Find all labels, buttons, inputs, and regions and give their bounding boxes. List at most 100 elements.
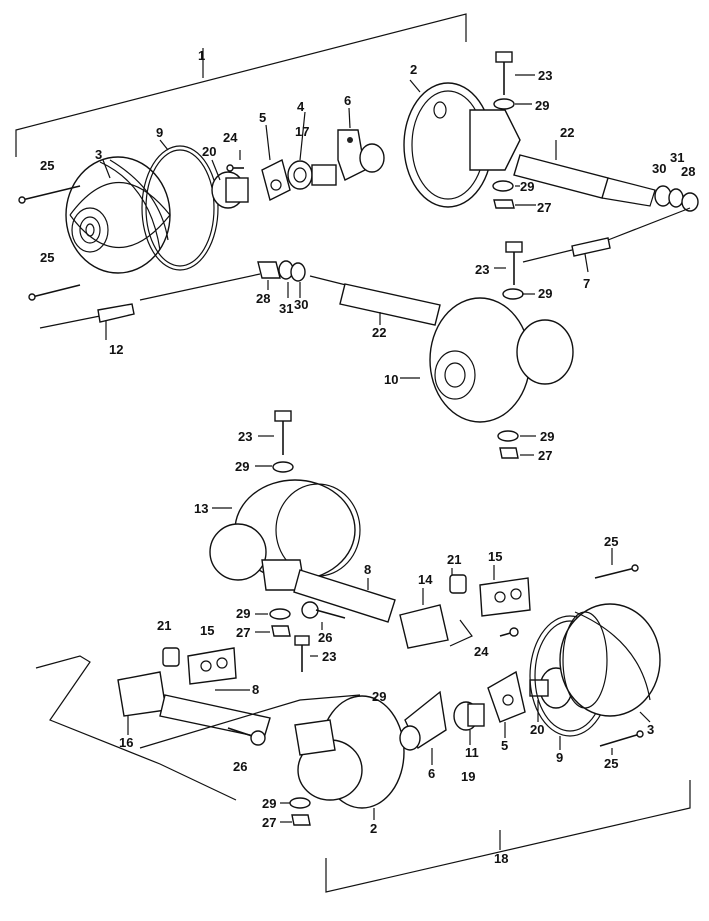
label-stay8-b: 8 — [252, 682, 259, 697]
label-clamp15-a: 15 — [488, 549, 502, 564]
label-plate-top: 5 — [259, 110, 266, 125]
label-rim-top: 9 — [156, 125, 163, 140]
label-washer29-e: 29 — [236, 606, 250, 621]
lamp-rim-top-left — [141, 145, 219, 271]
spacer-22-b — [309, 275, 441, 326]
label-assembly-front: 1 — [198, 48, 205, 63]
label-bolt23-c: 23 — [238, 429, 252, 444]
washer-nut-29-27-e — [255, 608, 291, 637]
label-washer29-c: 29 — [540, 429, 554, 444]
plate-5-b — [487, 670, 526, 738]
label-stay8-a: 8 — [364, 562, 371, 577]
label-bulb20-b: 20 — [530, 722, 544, 737]
label-lens-top: 3 — [95, 147, 102, 162]
label-part17: 17 — [295, 124, 309, 139]
housing-2-b — [294, 695, 405, 820]
label-nut27-g: 27 — [262, 815, 276, 830]
bolt-23-c — [255, 410, 294, 473]
label-washer29-g: 29 — [262, 796, 276, 811]
label-bolt23-e: 23 — [322, 649, 336, 664]
label-connector12: 12 — [109, 342, 123, 357]
connector-7 — [522, 207, 691, 273]
clamp-15-a — [479, 565, 531, 617]
washer-nut-29-27-g — [280, 797, 311, 826]
label-bushing21-b: 21 — [157, 618, 171, 633]
label-housing-top: 2 — [410, 62, 417, 77]
label-bolt23-b: 23 — [475, 262, 489, 277]
label-washer29-d: 29 — [235, 459, 249, 474]
label-washer31-top: 31 — [670, 150, 684, 165]
label-nut27-top: 27 — [537, 200, 551, 215]
bracket-14 — [399, 588, 449, 649]
label-socket-top: 4 — [297, 99, 305, 114]
label-bolt26-a: 26 — [318, 630, 332, 645]
pin-25-c — [594, 548, 639, 579]
bolt-23-e — [294, 635, 318, 672]
label-washer-top: 29 — [535, 98, 549, 113]
label-clamp15-b: 15 — [200, 623, 214, 638]
plate-top — [261, 158, 291, 202]
bolt-26-a — [301, 601, 346, 630]
lens-3-b — [559, 603, 661, 723]
nut-washer-group-mid — [257, 260, 306, 298]
screw-24-b — [499, 627, 519, 637]
label-spacer22-b: 22 — [372, 325, 386, 340]
pin-25-a — [18, 185, 81, 204]
washers-30-31-nut-28-top — [654, 185, 699, 212]
bracket-16 — [117, 671, 167, 735]
label-pin25-a: 25 — [40, 158, 54, 173]
label-bracket14: 14 — [418, 572, 433, 587]
label-washer29-b: 29 — [538, 286, 552, 301]
housing-top-right — [403, 79, 521, 208]
label-washer29-mid: 29 — [520, 179, 534, 194]
pin-25-d — [599, 730, 644, 755]
label-lens3-b: 3 — [647, 722, 654, 737]
part17-top — [311, 164, 337, 186]
label-part19: 19 — [461, 769, 475, 784]
pin-25-b — [28, 284, 81, 301]
bracket-top — [337, 129, 385, 181]
label-housing2-b: 2 — [370, 821, 377, 836]
connector-12 — [39, 273, 261, 340]
label-washer29-f: 29 — [372, 689, 386, 704]
label-nut27-e: 27 — [236, 625, 250, 640]
bracket-6-b — [399, 690, 447, 765]
bolt-26-b — [227, 727, 266, 746]
clamp-15-b — [187, 647, 237, 685]
stay-8-a — [293, 569, 396, 623]
label-assembly-rear: 18 — [494, 851, 508, 866]
socket-11 — [453, 701, 485, 745]
wire-lower — [35, 619, 473, 801]
label-bracket-top: 6 — [344, 93, 351, 108]
label-screw24-b: 24 — [474, 644, 489, 659]
label-lamp10: 10 — [384, 372, 398, 387]
label-bolt26-b: 26 — [233, 759, 247, 774]
bolt-23-top — [495, 51, 535, 95]
leaders-top-left — [102, 107, 351, 181]
lamp-lens-top-left — [65, 156, 171, 274]
label-plate5-b: 5 — [501, 738, 508, 753]
label-screw-top: 24 — [223, 130, 238, 145]
socket-top — [287, 160, 313, 190]
label-pin25-d: 25 — [604, 756, 618, 771]
label-lamp13: 13 — [194, 501, 208, 516]
assembly-bracket-front — [15, 13, 467, 157]
label-washer30-top: 30 — [652, 161, 666, 176]
label-bracket16: 16 — [119, 735, 133, 750]
label-connector7: 7 — [583, 276, 590, 291]
label-bulb-top: 20 — [202, 144, 216, 159]
label-washer30-b: 30 — [294, 297, 308, 312]
bolt-23-b — [494, 241, 535, 300]
label-bolt-top: 23 — [538, 68, 552, 83]
label-rim9-b: 9 — [556, 750, 563, 765]
screw-top — [226, 164, 244, 172]
lamp-10 — [400, 297, 574, 423]
label-nut27-c: 27 — [538, 448, 552, 463]
label-washer31-b: 31 — [279, 301, 293, 316]
washer-29-nut-27-mid-top — [492, 180, 536, 209]
label-nut28-b: 28 — [256, 291, 270, 306]
label-socket11: 11 — [465, 745, 479, 760]
label-nut28-top: 28 — [681, 164, 695, 179]
lamp-13 — [209, 479, 361, 591]
